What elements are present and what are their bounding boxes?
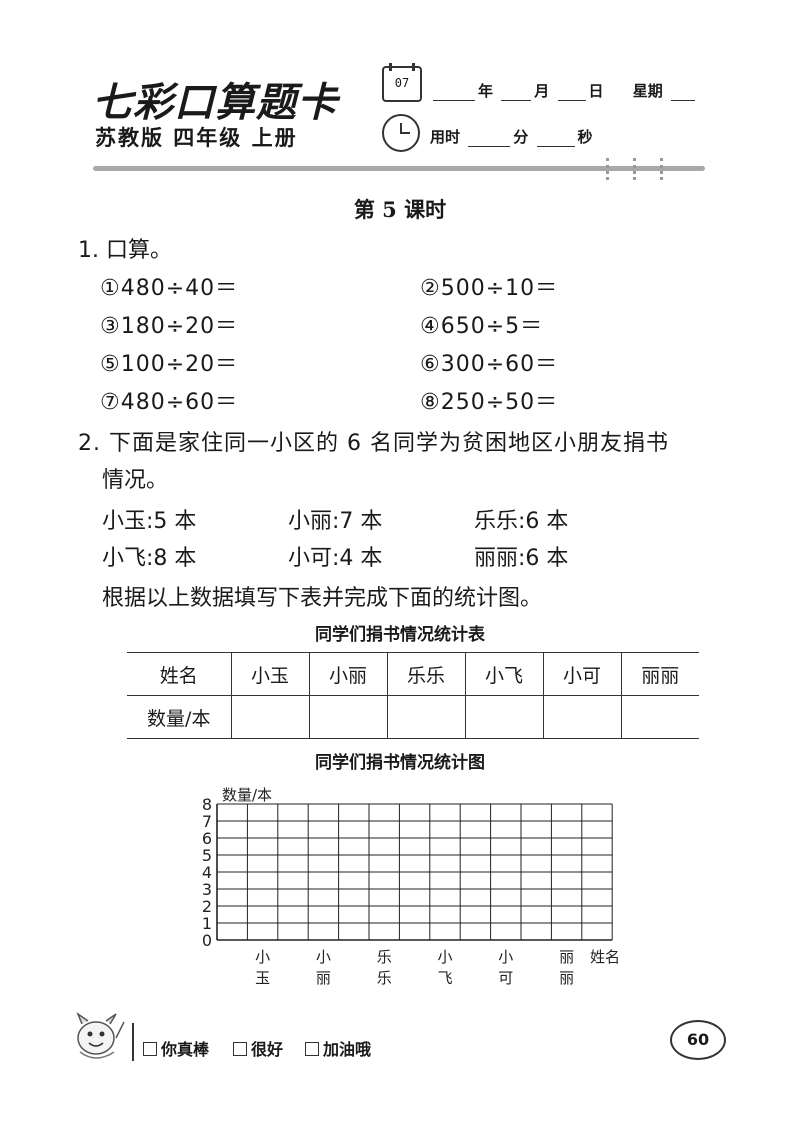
footer-divider <box>132 1023 134 1061</box>
donation-lele: 乐乐:6 本 <box>474 509 569 534</box>
y-tick-label: 4 <box>202 863 212 882</box>
problem-7: ⑦480÷60＝ <box>100 390 239 415</box>
table-title: 同学们捐书情况统计表 <box>315 625 485 645</box>
donation-xiaoke: 小可:4 本 <box>288 546 383 571</box>
lesson-title: 第 5 课时 <box>353 197 447 222</box>
q2-instruction: 根据以上数据填写下表并完成下面的统计图。 <box>102 586 543 611</box>
donation-lili: 丽丽:6 本 <box>474 546 569 571</box>
x-category-label: 小 <box>437 948 452 966</box>
problem-2: ②500÷10＝ <box>420 276 559 301</box>
y-tick-label: 7 <box>202 812 212 831</box>
y-tick-label: 6 <box>202 829 212 848</box>
calendar-number: 07 <box>394 76 410 90</box>
q2-line-2: 情况。 <box>102 468 169 493</box>
table-name-cell: 小玉 <box>230 652 309 696</box>
checkbox-icon[interactable] <box>233 1042 247 1056</box>
problem-5: ⑤100÷20＝ <box>100 352 239 377</box>
page-number: 60 <box>670 1020 726 1060</box>
edition-label: 苏教版 四年级 上册 <box>95 126 298 150</box>
chart-y-label: 数量/本 <box>222 786 272 804</box>
x-category-label: 飞 <box>437 969 452 987</box>
x-category-label: 丽 <box>316 969 331 987</box>
problem-6: ⑥300÷60＝ <box>420 352 559 377</box>
checkbox-icon[interactable] <box>305 1042 319 1056</box>
table-name-cell: 小丽 <box>308 652 387 696</box>
x-category-label: 乐 <box>377 969 392 987</box>
divider-tick <box>633 158 639 180</box>
x-category-label: 小 <box>255 948 270 966</box>
q1-heading: 1. 口算。 <box>78 238 172 263</box>
y-tick-label: 5 <box>202 846 212 865</box>
count-input-cell[interactable] <box>464 695 543 739</box>
year-label: 年 <box>478 82 494 100</box>
time-used-label: 用时 <box>430 128 461 146</box>
checkbox-icon[interactable] <box>143 1042 157 1056</box>
problem-8: ⑧250÷50＝ <box>420 390 559 415</box>
x-category-label: 丽 <box>559 969 574 987</box>
x-category-label: 小 <box>316 948 331 966</box>
mascot-icon <box>76 1011 125 1059</box>
x-category-label: 小 <box>498 948 513 966</box>
month-label: 月 <box>534 82 550 100</box>
date-line: 年 月 日 星期 <box>430 80 698 101</box>
chart-x-label: 姓名 <box>590 948 620 966</box>
count-input-cell[interactable] <box>386 695 465 739</box>
y-tick-label: 0 <box>202 931 212 950</box>
x-category-label: 可 <box>498 969 513 987</box>
x-category-label: 乐 <box>377 948 392 966</box>
problem-3: ③180÷20＝ <box>100 314 239 339</box>
rating-option-1[interactable]: 你真棒 <box>143 1036 209 1060</box>
table-name-cell: 小可 <box>542 652 621 696</box>
y-tick-label: 1 <box>202 914 212 933</box>
brand-title: 七彩口算题卡 <box>92 79 338 126</box>
second-label: 秒 <box>577 128 593 146</box>
rating-option-3[interactable]: 加油哦 <box>305 1036 371 1060</box>
stats-table: 姓名 小玉 小丽 乐乐 小飞 小可 丽丽 数量/本 <box>127 652 699 739</box>
table-name-cell: 小飞 <box>464 652 543 696</box>
q2-line-1: 2. 下面是家住同一小区的 6 名同学为贫困地区小朋友捐书 <box>78 431 669 456</box>
minute-label: 分 <box>513 128 529 146</box>
problem-4: ④650÷5＝ <box>420 314 544 339</box>
header-divider <box>93 166 705 171</box>
table-row: 姓名 小玉 小丽 乐乐 小飞 小可 丽丽 <box>127 652 699 696</box>
count-input-cell[interactable] <box>620 695 699 739</box>
divider-tick <box>660 158 666 180</box>
day-label: 日 <box>588 82 604 100</box>
y-tick-label: 2 <box>202 897 212 916</box>
calendar-icon: 07 <box>382 63 422 102</box>
donation-xiaoli: 小丽:7 本 <box>288 509 383 534</box>
x-category-label: 丽 <box>559 948 574 966</box>
chart-title: 同学们捐书情况统计图 <box>315 753 485 773</box>
clock-icon <box>382 114 420 152</box>
table-name-cell: 乐乐 <box>386 652 465 696</box>
divider-tick <box>606 158 612 180</box>
row-header-count: 数量/本 <box>127 695 231 739</box>
row-header-name: 姓名 <box>127 652 231 696</box>
weekday-label: 星期 <box>632 82 663 100</box>
donation-xiaofei: 小飞:8 本 <box>102 546 197 571</box>
count-input-cell[interactable] <box>308 695 387 739</box>
rating-option-2[interactable]: 很好 <box>233 1036 283 1060</box>
table-name-cell: 丽丽 <box>620 652 699 696</box>
y-tick-label: 8 <box>202 795 212 814</box>
table-row: 数量/本 <box>127 695 699 739</box>
chart-grid <box>216 803 613 941</box>
x-category-label: 玉 <box>255 969 270 987</box>
donation-xiaoyu: 小玉:5 本 <box>102 509 197 534</box>
count-input-cell[interactable] <box>542 695 621 739</box>
y-tick-label: 3 <box>202 880 212 899</box>
time-line: 用时 分 秒 <box>430 126 593 147</box>
count-input-cell[interactable] <box>230 695 309 739</box>
problem-1: ①480÷40＝ <box>100 276 239 301</box>
